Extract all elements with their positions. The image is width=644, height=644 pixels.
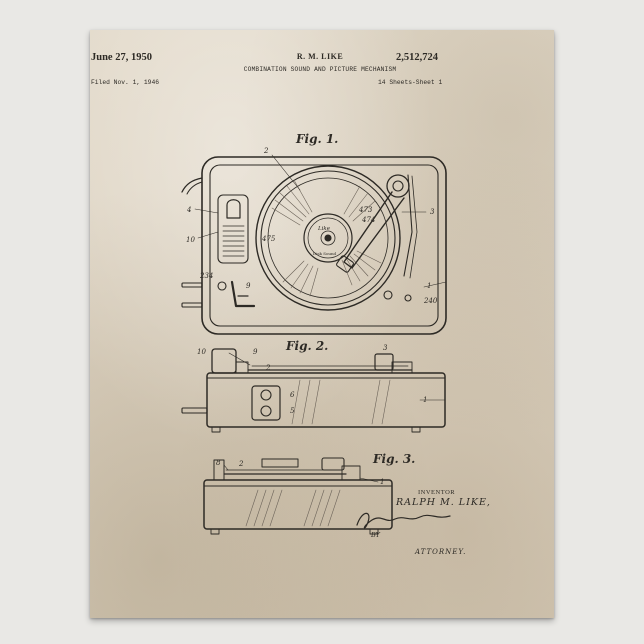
fig2-side-view <box>182 349 445 432</box>
by-label: BY <box>371 531 380 539</box>
fig3-side-view <box>204 458 392 534</box>
inventor-name: RALPH M. LIKE, <box>396 497 491 508</box>
svg-text:8: 8 <box>216 459 221 467</box>
svg-text:3: 3 <box>383 344 388 352</box>
svg-text:10: 10 <box>186 236 195 244</box>
svg-text:2: 2 <box>263 147 269 155</box>
svg-text:1: 1 <box>423 396 427 404</box>
fig1-label: Fig. 1. <box>296 132 338 146</box>
svg-text:5: 5 <box>290 407 295 415</box>
svg-text:1: 1 <box>427 282 431 290</box>
svg-text:473: 473 <box>358 206 373 214</box>
svg-text:234: 234 <box>199 272 213 280</box>
svg-text:6: 6 <box>290 391 295 399</box>
fig1-top-view <box>182 157 446 334</box>
svg-text:240: 240 <box>423 297 438 305</box>
record-label-line1: Like <box>318 226 330 232</box>
svg-text:10: 10 <box>197 348 206 356</box>
svg-text:4: 4 <box>186 206 191 214</box>
svg-text:1: 1 <box>380 478 384 486</box>
svg-text:2: 2 <box>238 460 244 468</box>
svg-text:9: 9 <box>253 348 258 356</box>
attorney-label: ATTORNEY. <box>415 548 466 556</box>
svg-text:474: 474 <box>361 216 375 224</box>
inventor-label: INVENTOR <box>418 489 455 496</box>
attorney-signature <box>357 513 450 528</box>
fig2-label: Fig. 2. <box>286 339 328 353</box>
fig3-label: Fig. 3. <box>373 452 415 466</box>
svg-text:9: 9 <box>246 282 251 290</box>
svg-text:2: 2 <box>265 364 271 372</box>
svg-text:3: 3 <box>430 208 435 216</box>
svg-text:475: 475 <box>261 235 276 243</box>
record-label-line2: Disk Sound <box>313 251 336 256</box>
